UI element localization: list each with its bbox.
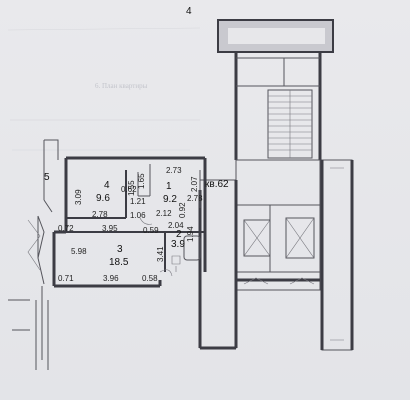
dim-0-71: 0.71 (58, 274, 74, 283)
room-number-2: 2 (176, 229, 182, 240)
dim-3-95: 3.95 (102, 224, 118, 233)
room-area-2: 3.9 (171, 239, 185, 250)
dim-0-62: 0.62 (121, 185, 137, 194)
dim-2-78-left: 2.78 (92, 210, 108, 219)
room-number-1: 1 (166, 181, 172, 192)
center-wing (198, 179, 238, 350)
dim-0-59: 0.59 (143, 226, 159, 235)
dim-1-65: 1.65 (137, 173, 146, 189)
faint-background-lines (7, 27, 201, 151)
elevator-shaft-right (285, 217, 315, 259)
dim-2-07: 2.07 (190, 176, 199, 192)
header-number: 4 (186, 6, 192, 17)
dim-2-04: 2.04 (168, 221, 184, 230)
apartment-outline (27, 139, 207, 370)
lower-left-wall-fragments (8, 299, 30, 331)
dim-1-21: 1.21 (130, 197, 146, 206)
room-number-3: 3 (117, 244, 123, 255)
dim-0-92: 0.92 (178, 202, 187, 218)
corridor-block (235, 159, 321, 291)
dim-0-72: 0.72 (58, 224, 74, 233)
dim-2-73: 2.73 (166, 166, 182, 175)
apartment-label: кв.62 (205, 179, 229, 190)
dim-0-58: 0.58 (142, 274, 158, 283)
room-number-4: 4 (104, 180, 110, 191)
dim-2-12: 2.12 (156, 209, 172, 218)
dim-1-06: 1.06 (130, 211, 146, 220)
right-wing (320, 159, 354, 351)
stair-treads (268, 90, 312, 158)
stair-tower (217, 19, 334, 160)
room-area-1: 9.2 (163, 194, 177, 205)
room-area-4: 9.6 (96, 193, 110, 204)
faint-heading: 6. План квартиры (95, 82, 148, 90)
dim-2-78-right: 2.78 (187, 194, 203, 203)
dim-5-98: 5.98 (71, 247, 87, 256)
dim-1-94: 1.94 (186, 226, 195, 242)
dim-1-55: 1.55 (127, 180, 136, 196)
room-area-3: 18.5 (109, 257, 129, 268)
bathtub-fixture (183, 235, 201, 261)
stair-marker: 5 (44, 172, 50, 183)
dim-3-09: 3.09 (74, 189, 83, 205)
dim-3-41: 3.41 (156, 246, 165, 262)
dim-3-96: 3.96 (103, 274, 119, 283)
